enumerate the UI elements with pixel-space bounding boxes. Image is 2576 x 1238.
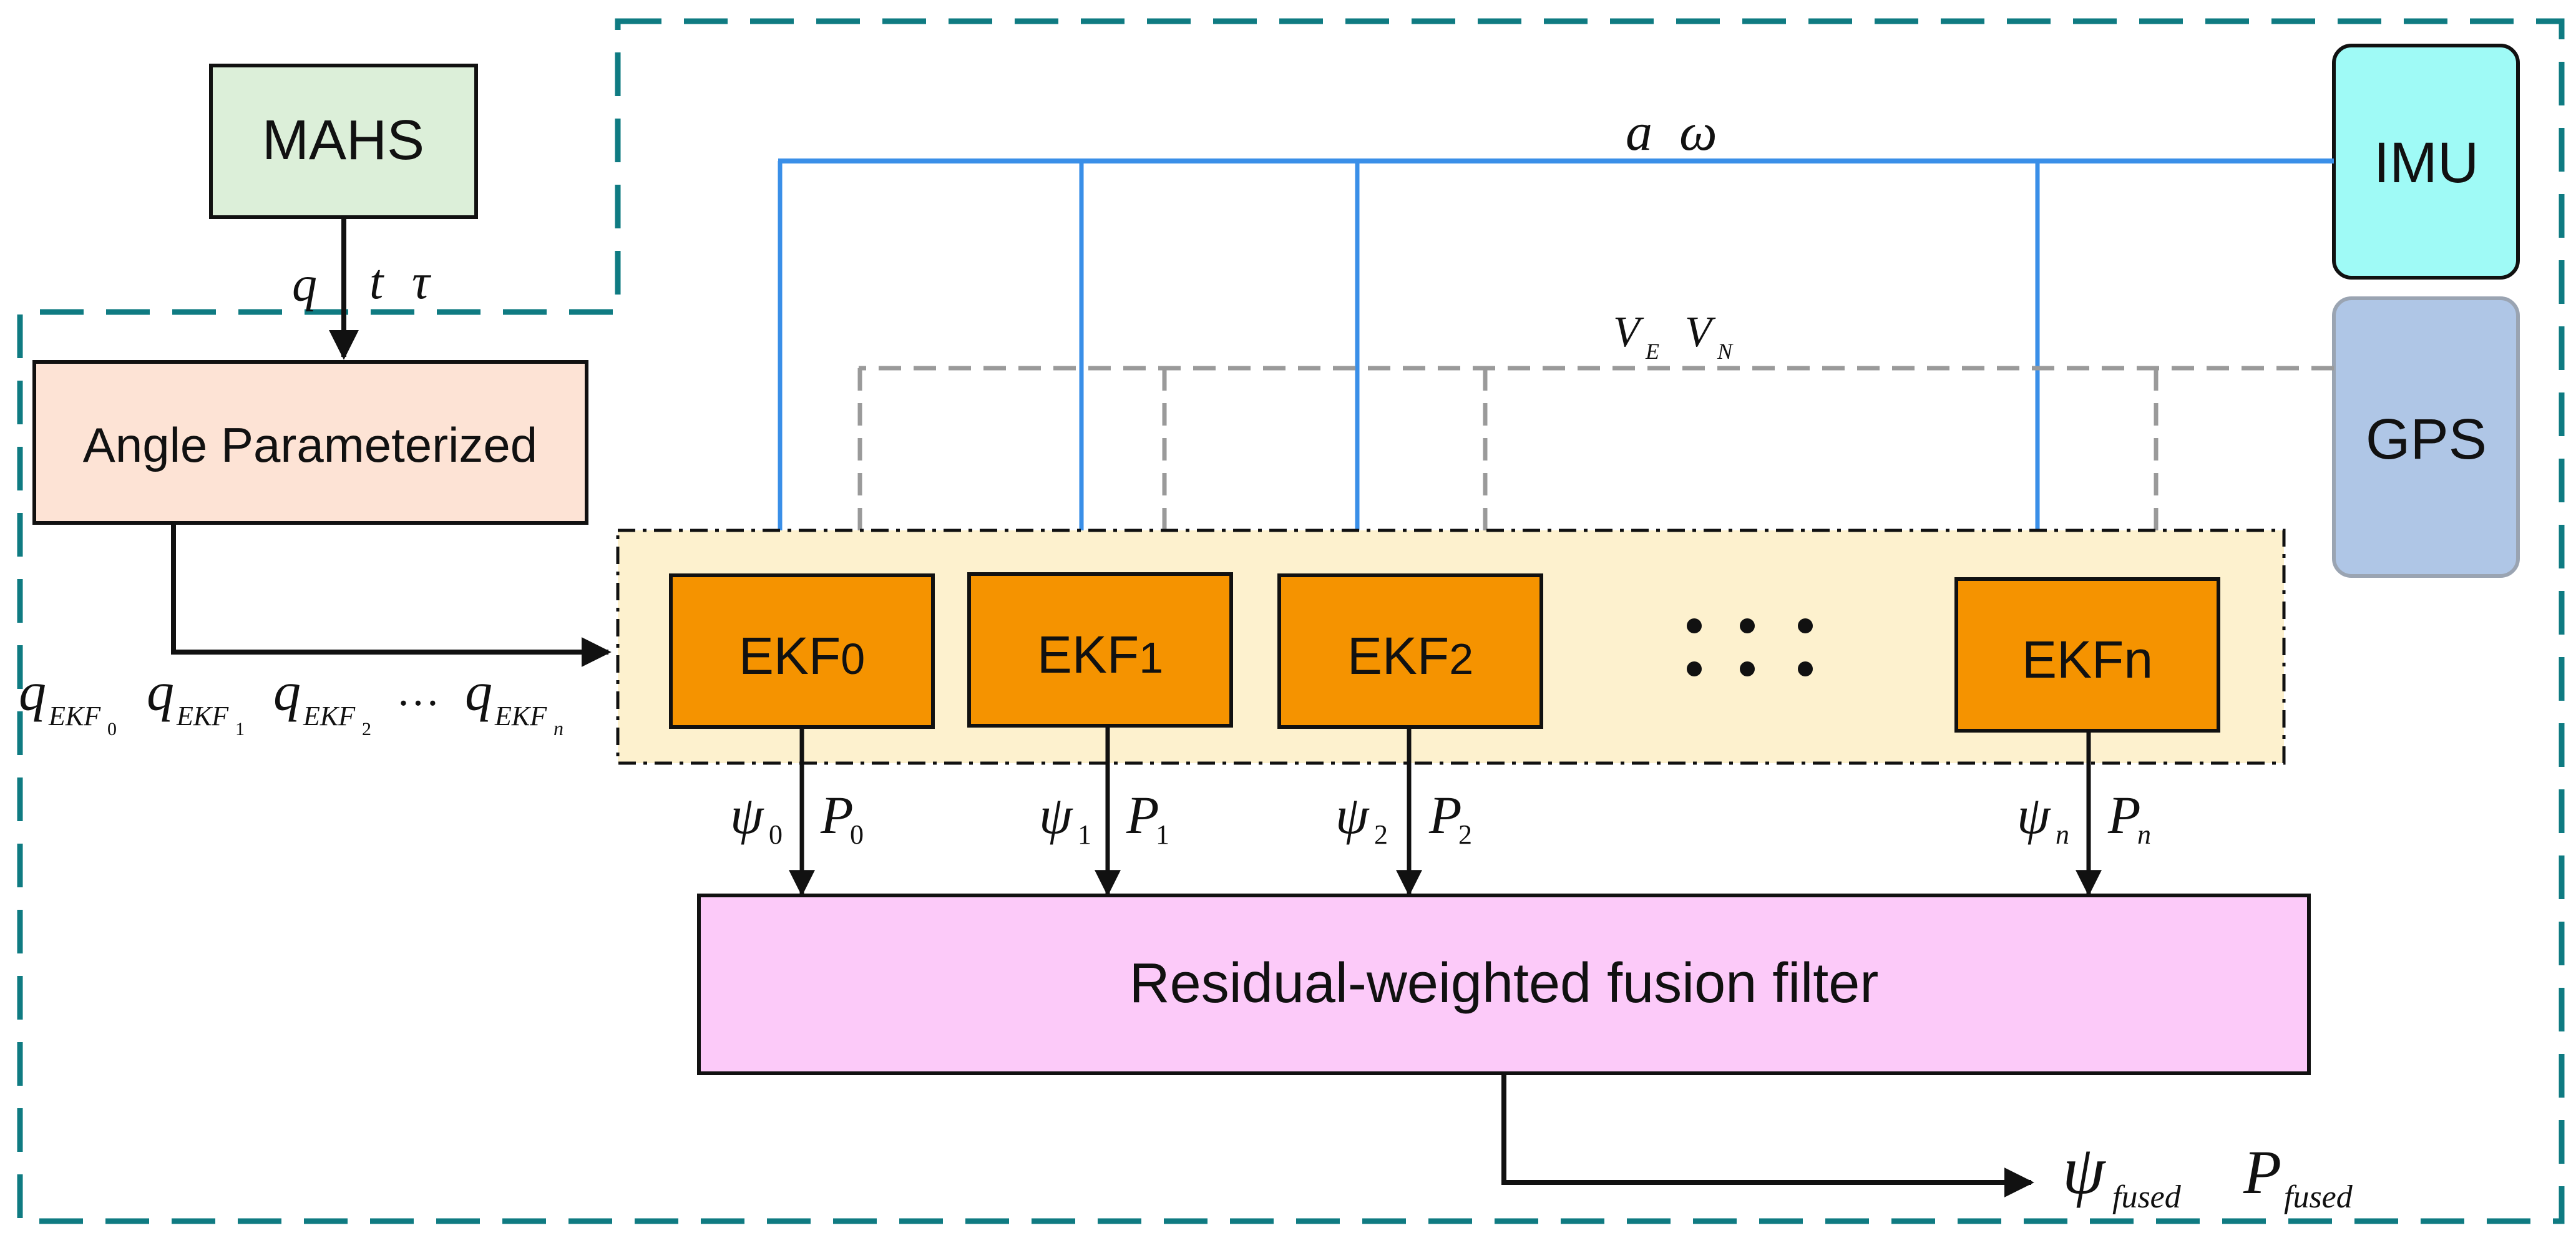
svg-text:n: n xyxy=(2137,819,2151,850)
ekfn-output-label: ψ n P n xyxy=(2017,785,2151,850)
gps-node: GPS xyxy=(2332,296,2520,578)
gps-signal-label: V E V N xyxy=(1613,308,1734,364)
ekf0-node: EKF0 xyxy=(669,573,935,729)
gps-ve-sub: E xyxy=(1645,339,1659,364)
q-ekf1-index: 1 xyxy=(235,719,245,739)
q-ekf2-sub: EKF xyxy=(303,701,356,731)
ekf2-label: EKF2 xyxy=(1347,626,1473,685)
svg-text:P: P xyxy=(820,785,854,845)
svg-text:1: 1 xyxy=(1156,819,1169,850)
gps-label: GPS xyxy=(2366,407,2487,471)
q-ekfn-index: n xyxy=(554,717,564,739)
svg-text:2: 2 xyxy=(1458,819,1472,850)
gps-vn-symbol: V xyxy=(1685,308,1716,356)
fusion-output-arrow xyxy=(1501,1073,2034,1197)
svg-text:P: P xyxy=(2243,1138,2281,1207)
svg-text:ψ: ψ xyxy=(1039,785,1073,845)
q-ekf2-symbol: q xyxy=(273,662,301,723)
ekf1-node: EKF1 xyxy=(967,572,1233,728)
fused-output-label: ψ fused P fused xyxy=(2062,1132,2353,1215)
q-ekf2-index: 2 xyxy=(362,719,371,739)
gps-ve-symbol: V xyxy=(1613,308,1644,356)
ekf-ellipsis xyxy=(1687,618,1813,676)
svg-text:ψ: ψ xyxy=(2062,1132,2106,1208)
ekf1-label: EKF1 xyxy=(1037,625,1163,684)
mahs-node: MAHS xyxy=(209,64,478,219)
ekf1-output-label: ψ 1 P 1 xyxy=(1039,785,1169,850)
gps-vn-sub: N xyxy=(1717,339,1734,364)
ekfn-node: EKFn xyxy=(1954,577,2220,733)
svg-text:P: P xyxy=(1126,785,1159,845)
mahs-output-tau: τ xyxy=(412,255,432,310)
svg-text:2: 2 xyxy=(1374,819,1388,850)
svg-text:0: 0 xyxy=(850,819,864,850)
ekf2-output-label: ψ 2 P 2 xyxy=(1335,785,1472,850)
q-ekf0-sub: EKF xyxy=(48,701,101,731)
svg-text:ψ: ψ xyxy=(730,785,764,845)
imu-signal-label: a ω xyxy=(1626,102,1717,162)
imu-label: IMU xyxy=(2374,131,2479,195)
system-boundary-frame xyxy=(17,18,2565,1224)
svg-text:ψ: ψ xyxy=(1335,785,1370,845)
q-ekf0-index: 0 xyxy=(107,719,117,739)
angle-parameterized-label: Angle Parameterized xyxy=(83,417,537,472)
svg-text:P: P xyxy=(2107,785,2141,845)
q-ekfn-sub: EKF xyxy=(494,701,547,731)
ekf2-node: EKF2 xyxy=(1277,573,1543,729)
ekf-to-fusion-arrows xyxy=(789,726,2102,897)
mahs-output-t: t xyxy=(369,255,384,310)
q-ekf1-symbol: q xyxy=(147,662,174,723)
q-ekf-labels: q EKF 0 q EKF 1 q EKF 2 … q EKF n xyxy=(19,662,564,739)
angle-to-ekf-arrow xyxy=(171,523,612,667)
svg-text:n: n xyxy=(2056,819,2069,850)
angle-parameterized-node: Angle Parameterized xyxy=(32,360,588,525)
svg-text:P: P xyxy=(1428,785,1462,845)
svg-text:1: 1 xyxy=(1078,819,1091,850)
q-ekf-dots: … xyxy=(399,667,438,715)
ekfn-label: EKFn xyxy=(2022,630,2153,689)
q-ekfn-symbol: q xyxy=(465,662,492,723)
svg-text:ψ: ψ xyxy=(2017,785,2051,845)
fusion-filter-node: Residual-weighted fusion filter xyxy=(697,894,2311,1075)
svg-text:0: 0 xyxy=(769,819,783,850)
imu-node: IMU xyxy=(2332,44,2520,280)
svg-text:fused: fused xyxy=(2112,1179,2182,1215)
mahs-output-q: q xyxy=(292,257,317,312)
svg-text:fused: fused xyxy=(2284,1179,2353,1215)
q-ekf1-sub: EKF xyxy=(176,701,229,731)
ekf0-label: EKF0 xyxy=(739,626,865,685)
q-ekf0-symbol: q xyxy=(19,662,46,723)
fusion-filter-label: Residual-weighted fusion filter xyxy=(1129,952,1879,1015)
ekf0-output-label: ψ 0 P 0 xyxy=(730,785,864,850)
mahs-label: MAHS xyxy=(262,109,424,172)
gps-signal-bus xyxy=(847,366,2334,572)
